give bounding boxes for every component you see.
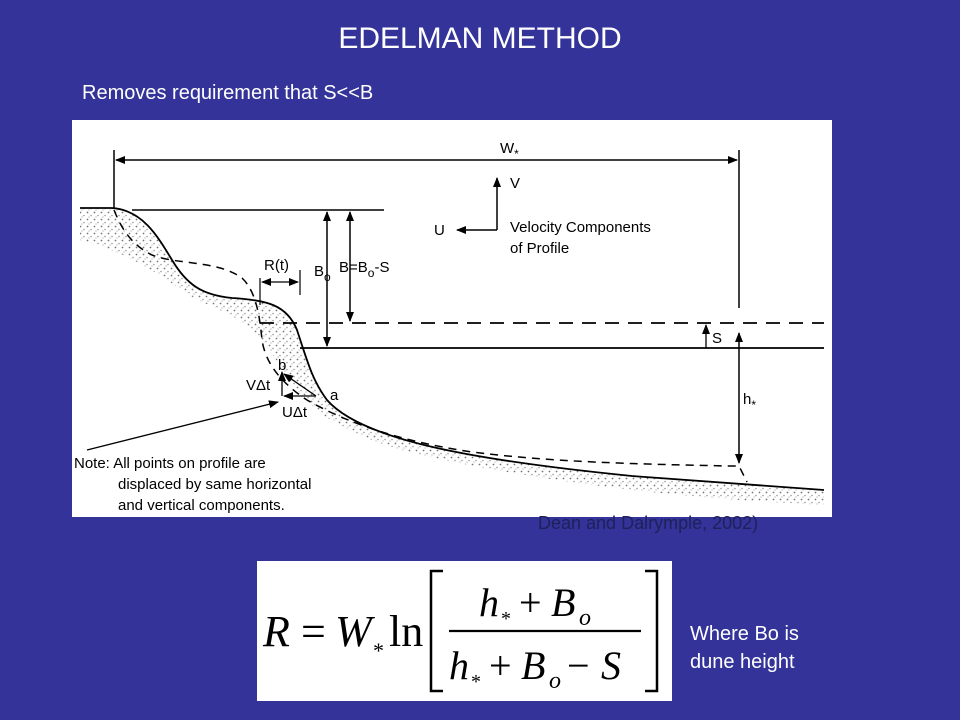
figure-credit: Dean and Dalrymple, 2002) [538,513,759,533]
den-h: h [449,643,469,688]
note-line-2: displaced by same horizontal [118,476,311,493]
b-eq-label: B=Bo-S [339,259,389,280]
eq-w-sub: * [373,638,384,663]
edelman-profile-diagram: W* V U Velocity Components of Profile R(… [72,120,832,517]
velocity-caption-2: of Profile [510,240,569,257]
slide-title: EDELMAN METHOD [338,22,622,55]
eq-ln: ln [389,607,423,656]
num-h-sub: * [501,608,511,630]
bo-definition: Where Bo is dune height [690,620,799,676]
den-b-sub: o [549,668,561,694]
bo-label: Bo [314,263,331,284]
rt-label: R(t) [264,257,289,274]
note-pointer-arrow [86,400,279,451]
num-b-sub: o [579,605,591,631]
v-label: V [510,175,520,192]
eq-r: R [262,607,290,656]
note-line-1: Note: All points on profile are [74,455,266,472]
left-bracket [429,569,443,693]
num-h: h [479,580,499,625]
right-bracket [645,569,659,693]
edelman-equation: R = W * ln h * + B o h * + B o − S [257,561,672,701]
eq-equals: = [301,607,326,656]
num-plus: + [519,580,542,625]
equation-svg: R = W * ln h * + B o h * + B o − S [262,569,659,694]
displacement-arrow [283,373,317,397]
slide-subtitle: Removes requirement that S<<B [82,82,374,104]
den-minus: − [567,643,590,688]
note-line-3: and vertical components. [118,497,285,514]
den-s: S [601,643,621,688]
den-b: B [521,643,545,688]
den-h-sub: * [471,671,481,693]
eroded-profile [113,209,748,483]
bo-definition-line-2: dune height [690,651,795,673]
v-dt-label: VΔt [246,377,271,394]
u-label: U [434,222,445,239]
diagram-svg: W* V U Velocity Components of Profile R(… [74,140,825,514]
bo-definition-line-1: Where Bo is [690,623,799,645]
eq-w: W [335,607,375,656]
den-plus: + [489,643,512,688]
sediment-band [80,208,824,505]
s-label: S [712,330,722,347]
u-dt-label: UΔt [282,404,308,421]
h-label: h* [743,391,756,412]
num-b: B [551,580,575,625]
initial-profile [80,207,825,491]
point-a-label: a [330,387,339,404]
point-b-label: b [278,357,286,374]
velocity-caption-1: Velocity Components [510,219,651,236]
w-label: W* [500,140,519,161]
